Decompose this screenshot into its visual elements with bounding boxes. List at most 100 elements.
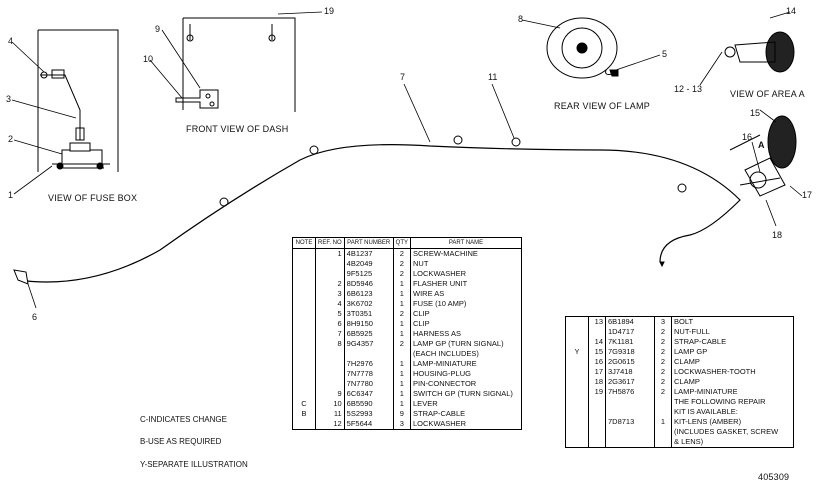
cell-note (292, 419, 316, 430)
turn-signal-lamp (729, 109, 803, 227)
cell-note (565, 316, 589, 327)
cell-ref: 4 (315, 299, 345, 309)
cell-note (292, 359, 316, 369)
cell-part-name: HOUSING-PLUG (413, 369, 471, 378)
cell-note (565, 387, 589, 397)
cell-part-name: (EACH INCLUDES) (413, 349, 479, 358)
cell-ref: 2 (315, 279, 345, 289)
cell-part-number: 6B1894 (605, 316, 655, 327)
cell-qty: 2 (393, 309, 412, 319)
table-row: THE FOLLOWING REPAIR (565, 397, 794, 407)
cell-qty: 2 (654, 347, 672, 357)
callout-19: 19 (324, 6, 335, 16)
cell-note (565, 417, 589, 427)
cell-ref: 8 (315, 339, 345, 349)
cell-part-name: NUT-FULL (674, 327, 710, 336)
cell-qty (393, 349, 412, 359)
cell-part-number: 6C6347 (344, 389, 394, 399)
cell-note: C (292, 399, 316, 409)
cell-note (292, 369, 316, 379)
cell-qty: 1 (654, 417, 672, 427)
cell-qty: 1 (393, 279, 412, 289)
cell-ref: 19 (588, 387, 606, 397)
cell-part-name: FUSE (10 AMP) (413, 299, 467, 308)
fuse-box-view (11, 29, 119, 195)
cell-note (565, 397, 589, 407)
callout-8: 8 (518, 14, 524, 24)
cell-qty: 3 (393, 419, 412, 430)
cell-part-name: SCREW-MACHINE (413, 249, 478, 258)
cell-part-number: 8D5946 (344, 279, 394, 289)
cell-note (565, 407, 589, 417)
fuse-box-view-label: VIEW OF FUSE BOX (48, 193, 138, 203)
cell-qty: 2 (654, 337, 672, 347)
cell-qty: 3 (654, 316, 672, 327)
cell-note (292, 339, 316, 349)
cell-part-name: LEVER (413, 399, 438, 408)
cell-ref: 10 (315, 399, 345, 409)
cell-part-name: & LENS) (674, 437, 704, 446)
cell-part-name: CLIP (413, 319, 430, 328)
cell-ref: 15 (588, 347, 606, 357)
cell-ref (588, 327, 606, 337)
cell-qty: 1 (393, 369, 412, 379)
cell-part-number: 1D4717 (605, 327, 655, 337)
cell-note (292, 248, 316, 259)
cell-part-number: 3T0351 (344, 309, 394, 319)
cell-ref (588, 407, 606, 417)
parts-list-table: NOTE REF. NO PART NUMBER QTY PART NAME 1… (292, 237, 522, 430)
legend-change: C-INDICATES CHANGE (140, 415, 227, 424)
cell-note (565, 327, 589, 337)
cell-ref: 3 (315, 289, 345, 299)
legend-separate-illustration: Y-SEPARATE ILLUSTRATION (140, 460, 248, 469)
callout-9: 9 (155, 24, 161, 34)
cell-part-name: STRAP-CABLE (413, 409, 466, 418)
cell-ref (315, 269, 345, 279)
cell-qty: 1 (393, 299, 412, 309)
cell-qty: 1 (393, 389, 412, 399)
cell-note (565, 427, 589, 437)
cell-ref: 14 (588, 337, 606, 347)
cell-qty: 9 (393, 409, 412, 419)
cell-ref: 18 (588, 377, 606, 387)
cell-part-name: LOCKWASHER (413, 269, 467, 278)
cell-part-name: THE FOLLOWING REPAIR (674, 397, 766, 406)
area-a-view-label: VIEW OF AREA A (730, 89, 805, 99)
cell-part-name: WIRE AS (413, 289, 445, 298)
table-row: & LENS) (565, 437, 794, 448)
cell-qty: 1 (393, 289, 412, 299)
lamp-view-label: REAR VIEW OF LAMP (554, 101, 650, 111)
cell-part-number: 7K1181 (605, 337, 655, 347)
parts-table-header: NOTE REF. NO PART NUMBER QTY PART NAME (292, 237, 522, 249)
cell-note (292, 269, 316, 279)
cell-ref (315, 359, 345, 369)
cell-note (565, 367, 589, 377)
cell-part-number: 2G3617 (605, 377, 655, 387)
cell-ref (588, 427, 606, 437)
cell-part-number (605, 407, 655, 417)
cell-part-number: 8H9150 (344, 319, 394, 329)
cell-note (292, 319, 316, 329)
col-part-name: PART NAME (410, 237, 522, 249)
cell-part-number (344, 349, 394, 359)
legend-as-required: B-USE AS REQUIRED (140, 437, 222, 446)
harness-cable (17, 144, 741, 283)
cell-part-number: 7G9318 (605, 347, 655, 357)
callout-17: 17 (802, 190, 813, 200)
cell-note (292, 379, 316, 389)
cell-qty: 1 (393, 359, 412, 369)
cell-part-name: CLAMP (674, 357, 700, 366)
